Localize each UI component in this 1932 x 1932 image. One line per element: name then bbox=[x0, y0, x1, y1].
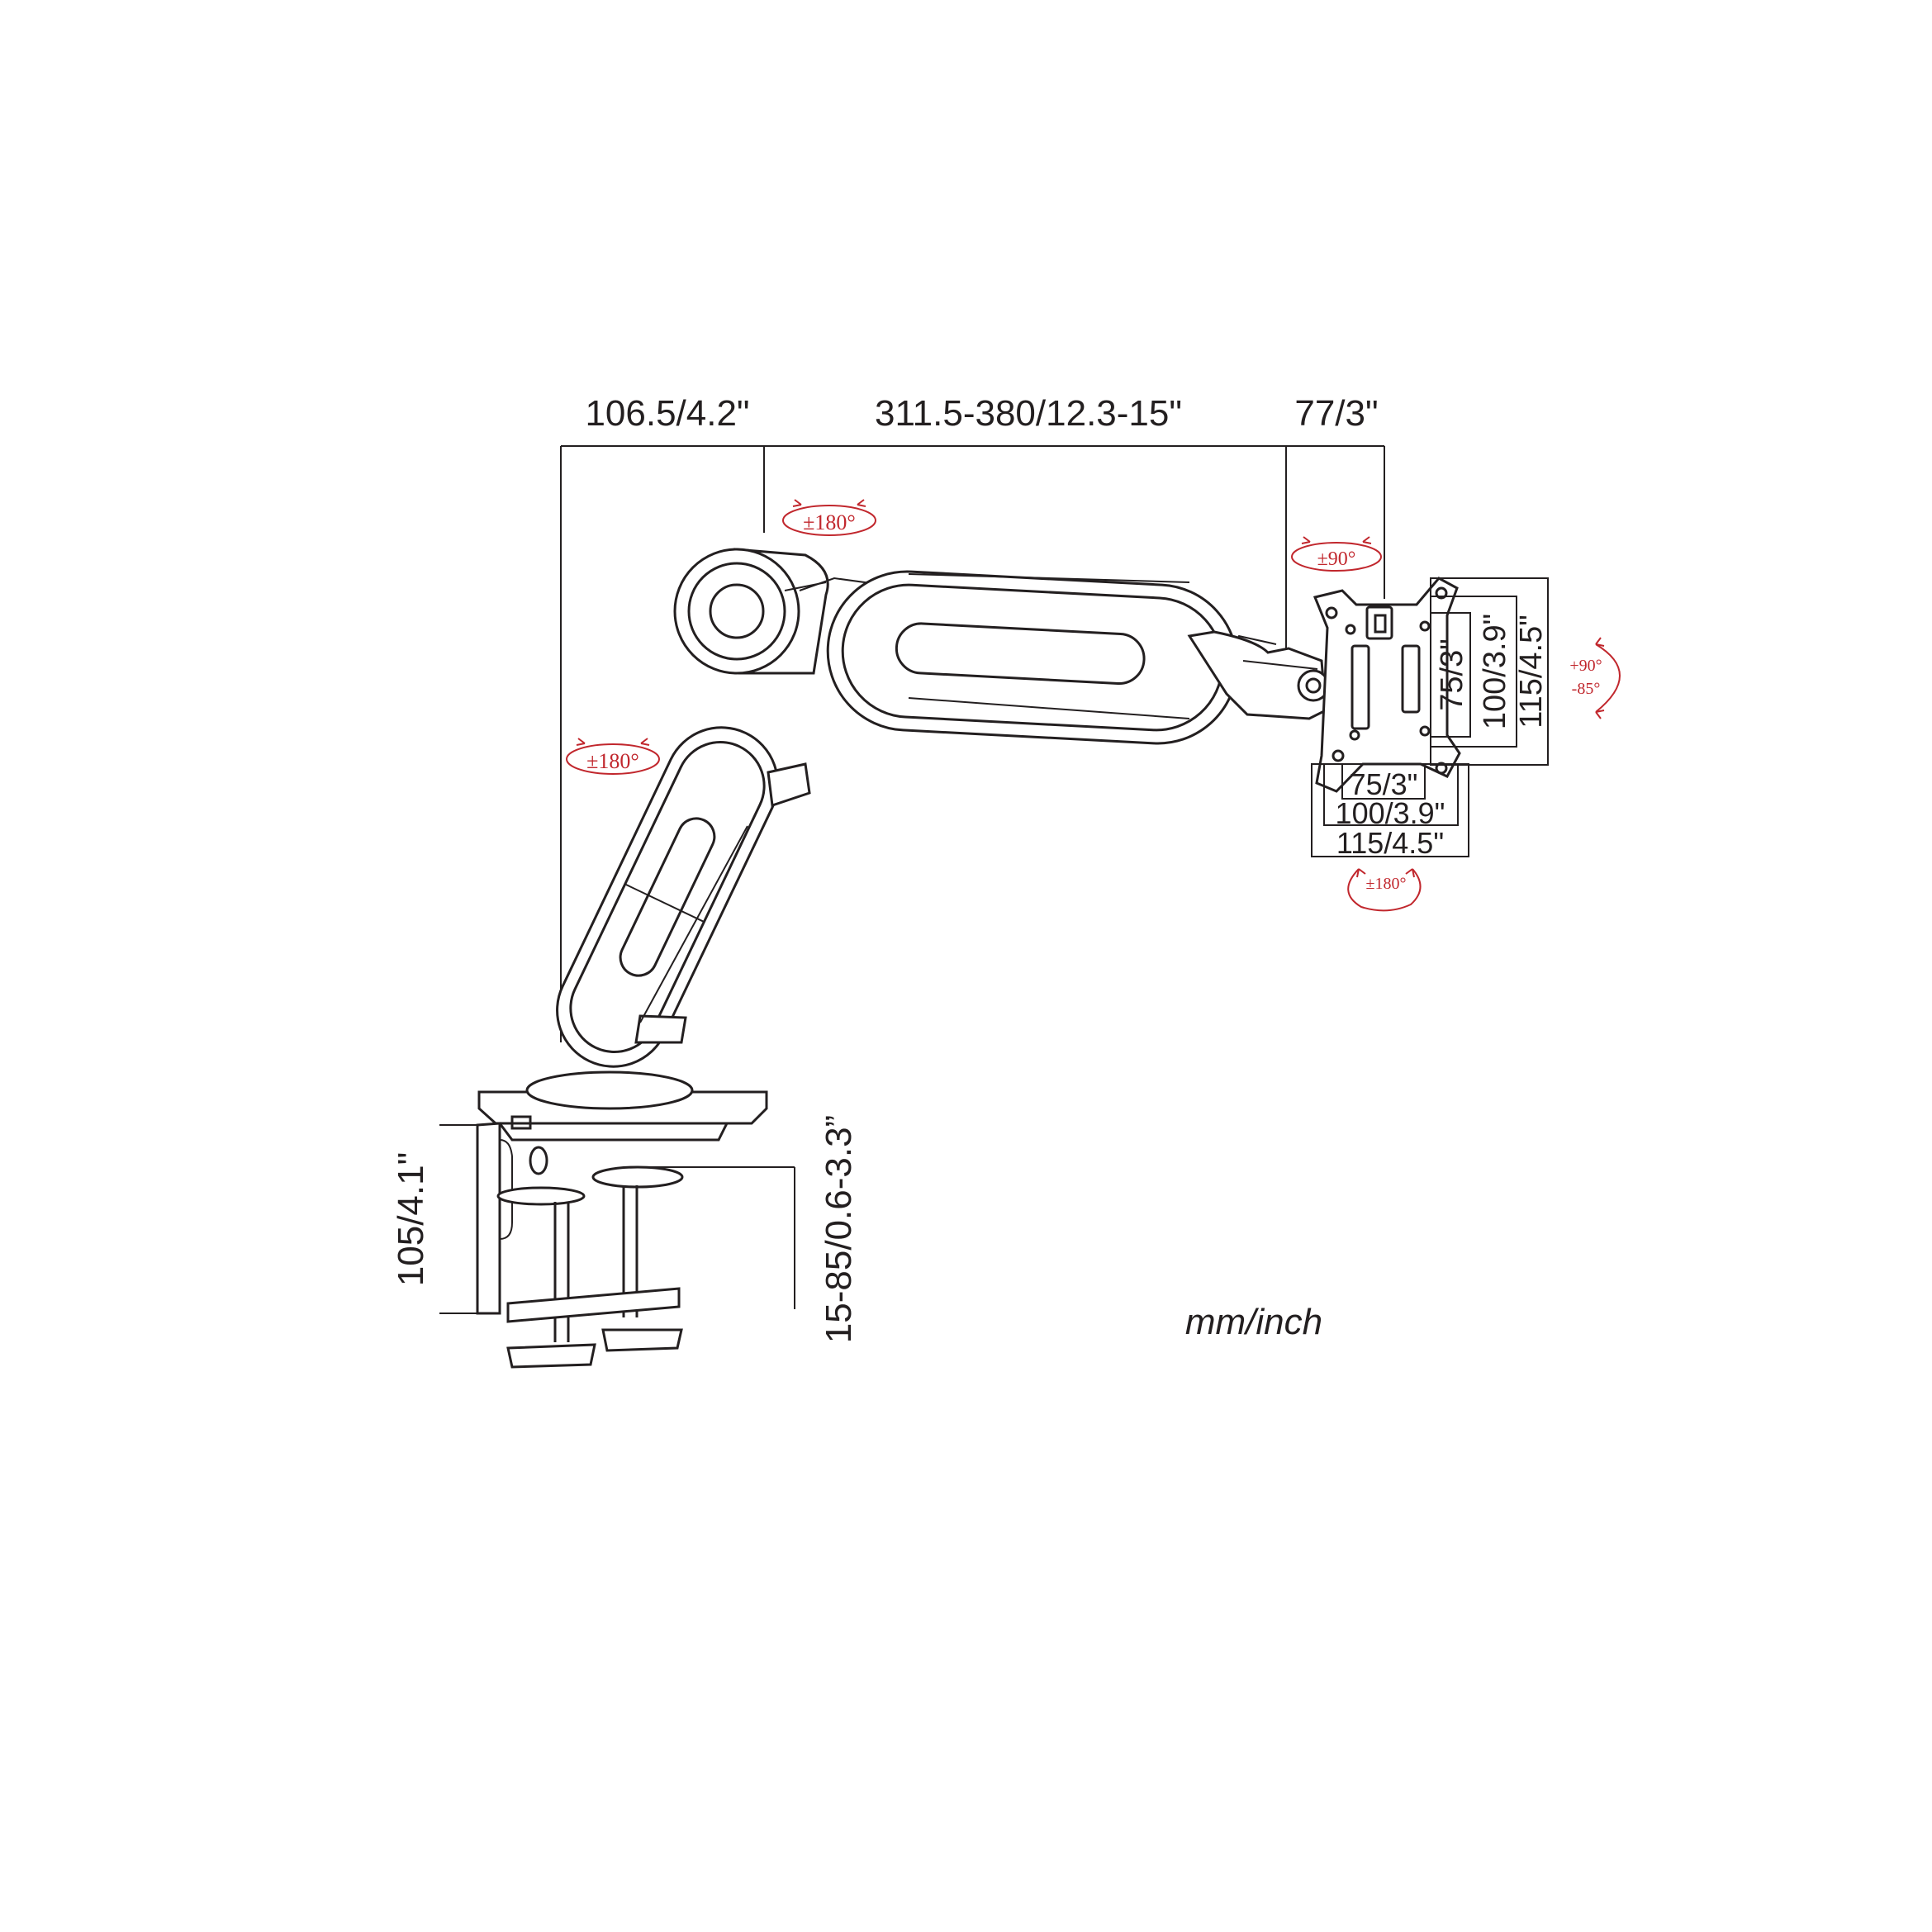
units-label: mm/inch bbox=[1185, 1302, 1322, 1342]
vesa-vertical-dimension-boxes bbox=[1430, 577, 1549, 766]
rotation-lower-arm-label: ±180° bbox=[586, 749, 639, 773]
vesa-plate bbox=[1313, 577, 1461, 793]
dim-head-offset: 77/3" bbox=[1294, 393, 1378, 434]
rotation-indicator-rotate: ±180° bbox=[1347, 868, 1422, 912]
lower-arm bbox=[556, 726, 811, 1068]
dim-base-offset: 106.5/4.2" bbox=[585, 393, 749, 434]
clamp-dimension-lines bbox=[439, 1124, 795, 1314]
rotation-indicator-elbow: ±180° bbox=[782, 499, 876, 536]
vesa-horizontal-dimension-boxes bbox=[1311, 763, 1469, 857]
dim-arm-length: 311.5-380/12.3-15" bbox=[875, 393, 1182, 434]
elbow-joint bbox=[673, 548, 829, 675]
dim-clamp-height: 105/4.1" bbox=[391, 1152, 431, 1286]
dim-vesa-v-mid: 100/3.9" bbox=[1478, 614, 1512, 729]
rotation-head-swivel-label: ±90° bbox=[1317, 548, 1356, 570]
dim-vesa-h-small: 75/3" bbox=[1350, 767, 1418, 801]
top-dimension-lines bbox=[560, 445, 1385, 1042]
rotation-tilt-up-label: +90° bbox=[1569, 657, 1602, 675]
desk-clamp bbox=[476, 1070, 768, 1369]
rotation-indicator-tilt: +90° -85° bbox=[1569, 637, 1621, 719]
rotation-rotate-label: ±180° bbox=[1366, 875, 1407, 893]
rotation-elbow-label: ±180° bbox=[803, 510, 856, 534]
rotation-tilt-down-label: -85° bbox=[1572, 680, 1601, 698]
rotation-indicator-head-swivel: ±90° bbox=[1291, 536, 1382, 572]
dim-vesa-h-mid: 100/3.9" bbox=[1336, 796, 1445, 830]
dim-desk-thickness: 15-85/0.6-3.3” bbox=[819, 1115, 859, 1343]
dim-vesa-v-small: 75/3" bbox=[1435, 638, 1469, 710]
dim-vesa-v-large: 115/4.5" bbox=[1514, 615, 1549, 728]
dim-vesa-h-large: 115/4.5" bbox=[1336, 826, 1444, 860]
rotation-indicator-lower-arm: ±180° bbox=[566, 738, 660, 775]
